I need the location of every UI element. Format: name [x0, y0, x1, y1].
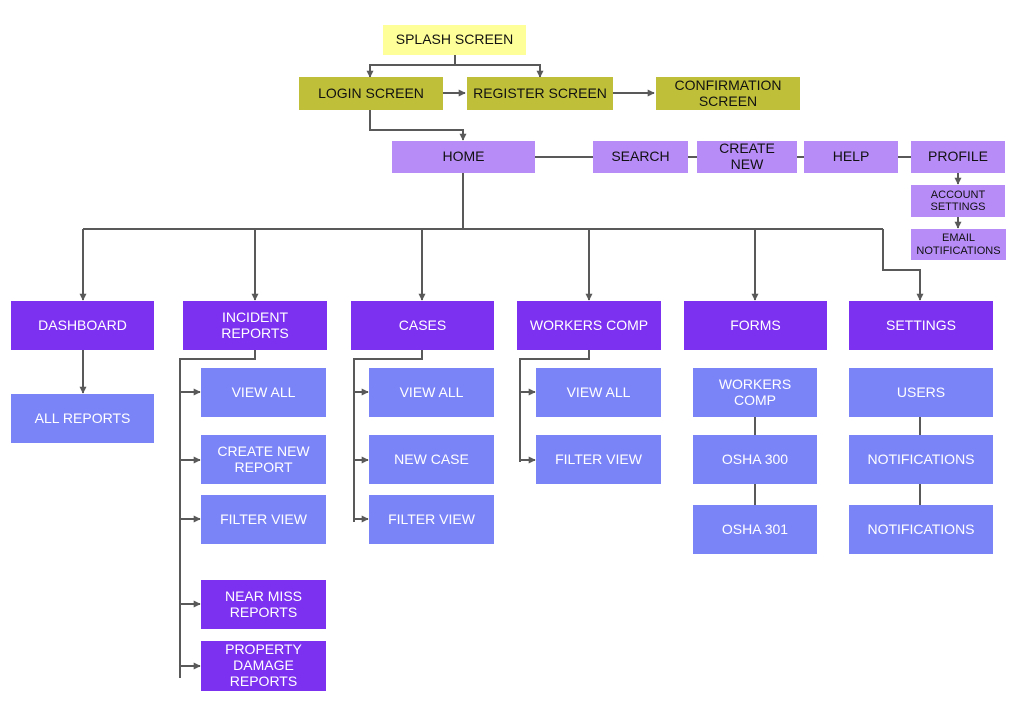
search-node[interactable]: SEARCH	[593, 141, 688, 173]
ir-view-all-node[interactable]: VIEW ALL	[201, 368, 326, 417]
forms-node[interactable]: FORMS	[684, 301, 827, 350]
wc-filter-view-node[interactable]: FILTER VIEW	[536, 435, 661, 484]
arrow-to-settings	[882, 229, 924, 301]
account-settings-node[interactable]: ACCOUNT SETTINGS	[911, 185, 1005, 217]
forms-workers-comp-node[interactable]: WORKERS COMP	[693, 368, 817, 417]
confirmation-screen-node[interactable]: CONFIRMATION SCREEN	[656, 77, 800, 110]
arrow-login-home	[369, 110, 467, 141]
cases-trunk	[353, 350, 423, 522]
settings-users-node[interactable]: USERS	[849, 368, 993, 417]
help-node[interactable]: HELP	[804, 141, 898, 173]
home-node[interactable]: HOME	[392, 141, 535, 173]
forms-osha-301-node[interactable]: OSHA 301	[693, 505, 817, 554]
ir-property-damage-reports-node[interactable]: PROPERTY DAMAGE REPORTS	[201, 641, 326, 691]
cases-node[interactable]: CASES	[351, 301, 494, 350]
settings-node[interactable]: SETTINGS	[849, 301, 993, 350]
arrow-to-register	[455, 64, 544, 78]
ir-filter-view-node[interactable]: FILTER VIEW	[201, 495, 326, 544]
wc-view-all-node[interactable]: VIEW ALL	[536, 368, 661, 417]
incident-reports-node[interactable]: INCIDENT REPORTS	[183, 301, 327, 350]
splash-screen-node[interactable]: SPLASH SCREEN	[383, 25, 526, 55]
login-screen-node[interactable]: LOGIN SCREEN	[299, 77, 443, 110]
splash-down-line	[369, 55, 456, 77]
settings-notifications-node[interactable]: NOTIFICATIONS	[849, 435, 993, 484]
settings-notifications-node-2[interactable]: NOTIFICATIONS	[849, 505, 993, 554]
create-new-node[interactable]: CREATE NEW	[697, 140, 797, 173]
email-notifications-node[interactable]: EMAIL NOTIFICATIONS	[911, 229, 1006, 260]
register-screen-node[interactable]: REGISTER SCREEN	[467, 77, 613, 110]
ir-create-new-report-node[interactable]: CREATE NEW REPORT	[201, 435, 326, 484]
cases-new-case-node[interactable]: NEW CASE	[369, 435, 494, 484]
wc-trunk	[519, 350, 590, 462]
ir-near-miss-reports-node[interactable]: NEAR MISS REPORTS	[201, 580, 326, 629]
profile-node[interactable]: PROFILE	[911, 141, 1005, 173]
cases-filter-view-node[interactable]: FILTER VIEW	[369, 495, 494, 544]
cases-view-all-node[interactable]: VIEW ALL	[369, 368, 494, 417]
dashboard-node[interactable]: DASHBOARD	[11, 301, 154, 350]
forms-osha-300-node[interactable]: OSHA 300	[693, 435, 817, 484]
all-reports-node[interactable]: ALL REPORTS	[11, 394, 154, 443]
workers-comp-node[interactable]: WORKERS COMP	[517, 301, 661, 350]
